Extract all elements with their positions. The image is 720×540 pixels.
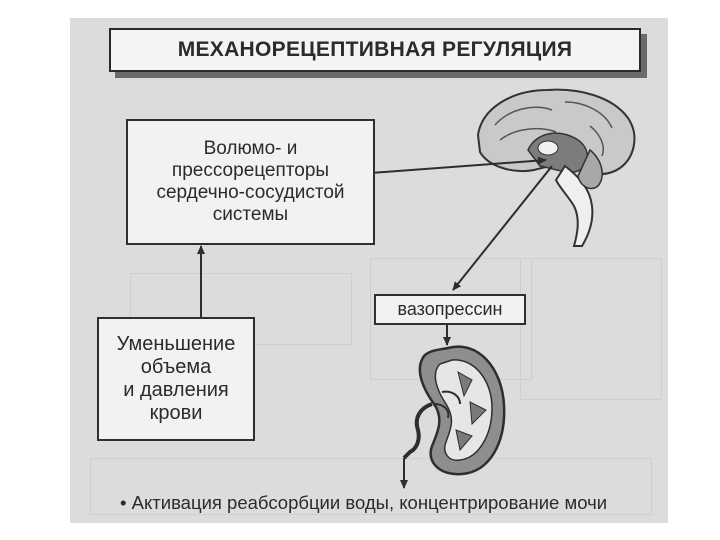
receptors-box: Волюмо- и прессорецепторы сердечно-сосуд… — [126, 119, 375, 245]
receptors-line: прессорецепторы — [171, 160, 330, 181]
decrease-line: и давления — [123, 379, 229, 401]
arrow-receptors-to-brain — [370, 156, 547, 174]
decrease-line: объема — [140, 356, 212, 378]
kidney-icon — [402, 345, 506, 476]
brain-icon — [476, 88, 636, 247]
decrease-line: Уменьшение — [116, 333, 236, 355]
receptors-line: сердечно-сосудистой — [156, 182, 345, 203]
receptors-line: системы — [212, 204, 289, 225]
outcome-caption: • Активация реабсорбции воды, концентрир… — [120, 492, 608, 513]
faded-grid-cell — [520, 258, 662, 400]
volume-pressure-decrease-box: Уменьшение объема и давления крови — [97, 317, 255, 441]
decrease-line: крови — [149, 402, 203, 424]
title-block: МЕХАНОРЕЦЕПТИВНАЯ РЕГУЛЯЦИЯ — [109, 28, 647, 78]
arrow-brain-to-vasopressin — [452, 165, 553, 291]
diagram-title: МЕХАНОРЕЦЕПТИВНАЯ РЕГУЛЯЦИЯ — [109, 28, 641, 72]
faded-grid-cell — [90, 458, 652, 515]
receptors-line: Волюмо- и — [203, 138, 298, 159]
vasopressin-box: вазопрессин — [374, 294, 526, 325]
